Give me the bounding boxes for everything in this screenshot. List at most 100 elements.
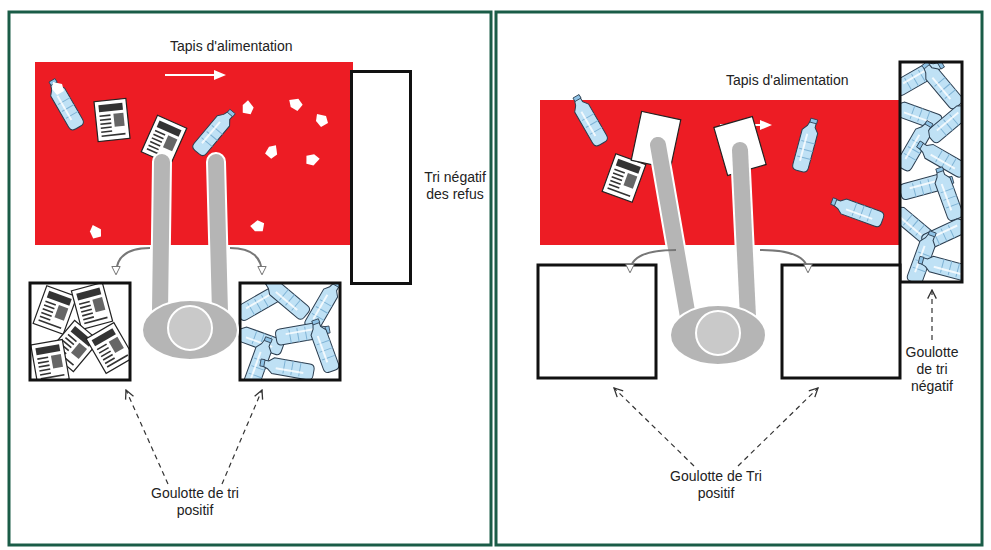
belt-items xyxy=(714,116,766,175)
sort-bin xyxy=(30,283,130,380)
worker xyxy=(658,145,688,317)
belt-direction-arrow xyxy=(760,120,772,130)
negative-sort-chute xyxy=(906,229,940,282)
sort-bin xyxy=(240,283,289,322)
worker xyxy=(740,150,748,317)
sort-bin xyxy=(240,322,285,356)
worker xyxy=(168,306,212,350)
sort-bin xyxy=(33,286,77,335)
belt-items xyxy=(829,194,885,228)
node-label: Tapis d'alimentation xyxy=(170,38,293,55)
leader-line xyxy=(222,390,262,484)
negative-sort-chute xyxy=(931,166,962,222)
negative-sort-chute xyxy=(925,98,962,145)
negative-sort-chute xyxy=(900,199,935,246)
sort-bin xyxy=(31,340,69,380)
callout-label: Goulotte de tri négatif xyxy=(901,344,963,395)
belt-items xyxy=(88,225,103,241)
sort-bin xyxy=(240,283,340,380)
sort-bin xyxy=(71,283,112,329)
sort-bin xyxy=(307,318,340,374)
belt-items xyxy=(316,114,328,127)
callout-label: Goulotte de tri positif xyxy=(145,485,245,519)
sort-bin xyxy=(259,356,315,380)
sort-bin xyxy=(538,265,900,378)
worker xyxy=(658,145,688,317)
sort-bin xyxy=(49,320,99,371)
belt-items xyxy=(44,77,328,241)
node-label: Tri négatif des refus xyxy=(419,169,491,203)
negative-sort-chute xyxy=(900,171,955,200)
belt-direction-arrow xyxy=(165,70,772,130)
belt-direction-arrow xyxy=(165,74,216,76)
sort-bin xyxy=(303,283,340,333)
worker xyxy=(160,162,162,312)
negative-sort-chute xyxy=(900,62,962,282)
belt-items xyxy=(52,82,64,95)
belt-items xyxy=(792,117,821,173)
belt-direction-arrow xyxy=(214,70,226,80)
leader-line xyxy=(931,290,932,340)
sort-bin xyxy=(275,321,331,346)
worker xyxy=(670,305,766,365)
feed-conveyor: Tapis d'alimentation xyxy=(540,100,905,245)
sort-bin xyxy=(86,323,130,374)
sort-bin xyxy=(31,283,130,380)
negative-sort-chute xyxy=(900,118,936,173)
negative-sort-chute xyxy=(920,213,962,250)
belt-items xyxy=(44,77,85,132)
negative-sort-chute xyxy=(884,56,977,285)
sort-bin xyxy=(240,283,340,380)
worker xyxy=(658,145,766,365)
leader-line xyxy=(614,388,694,466)
worker xyxy=(216,162,220,312)
reject-chute: Tri négatif des refus xyxy=(350,70,412,285)
sort-bin xyxy=(782,265,900,378)
worker xyxy=(216,162,220,312)
sort-motion-arrow xyxy=(630,250,676,272)
belt-items xyxy=(239,100,257,118)
sort-motion-arrow xyxy=(760,250,808,272)
negative-sort-chute xyxy=(900,97,943,131)
worker xyxy=(142,300,238,360)
worker xyxy=(160,162,162,312)
belt-items xyxy=(94,98,130,141)
belt-items xyxy=(191,106,238,158)
belt-items xyxy=(631,111,681,168)
sort-bin xyxy=(242,335,276,380)
belt-items xyxy=(568,93,885,228)
belt-items xyxy=(303,151,320,168)
leader-line xyxy=(738,388,818,466)
sort-motion-arrow xyxy=(630,250,808,272)
belt-items xyxy=(263,144,279,160)
belt-items xyxy=(141,115,187,165)
sort-bin xyxy=(538,265,656,378)
negative-sort-chute xyxy=(900,62,962,282)
sort-motion-arrow xyxy=(116,248,262,274)
sort-motion-arrow xyxy=(116,248,150,274)
leader-line xyxy=(126,390,262,484)
sort-motion-arrow xyxy=(230,248,262,274)
belt-items xyxy=(250,218,268,236)
feed-conveyor: Tapis d'alimentation xyxy=(35,62,353,245)
callout-label: Goulotte de Tri positif xyxy=(666,468,766,502)
panel-frame xyxy=(9,12,982,545)
negative-sort-chute xyxy=(900,62,946,97)
leader-line xyxy=(614,290,932,466)
negative-sort-chute xyxy=(918,62,962,111)
negative-sort-chute xyxy=(900,62,962,282)
negative-sort-chute xyxy=(914,138,962,179)
worker xyxy=(142,162,238,360)
sort-bin xyxy=(260,283,312,321)
belt-items xyxy=(288,96,304,112)
belt-items xyxy=(568,93,609,148)
worker xyxy=(740,150,748,317)
node-label: Tapis d'alimentation xyxy=(726,72,849,89)
belt-direction-arrow xyxy=(720,124,762,126)
leader-line xyxy=(126,390,168,484)
worker xyxy=(696,311,740,355)
panel-frame xyxy=(496,12,982,545)
panel-frame xyxy=(9,12,491,545)
